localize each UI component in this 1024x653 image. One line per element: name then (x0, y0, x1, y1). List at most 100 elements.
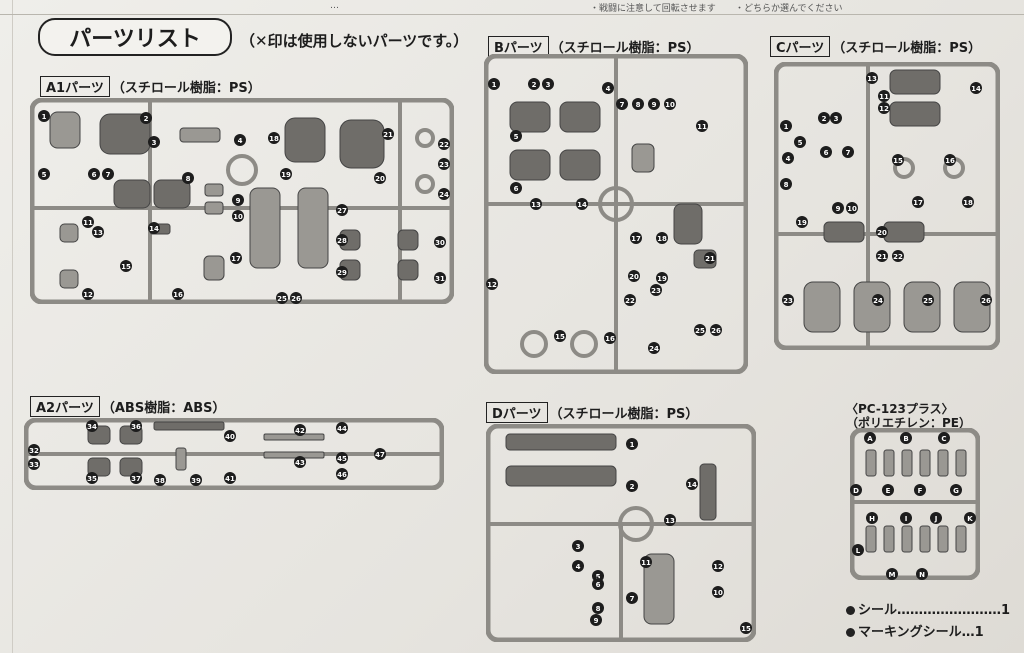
b-part-number-19: 19 (657, 275, 667, 283)
a1-part-number-18: 18 (269, 135, 279, 143)
a1-part-4 (179, 127, 221, 143)
a1-part-number-28-marker (336, 234, 348, 246)
top-fragment-mid: ・戦闘に注意して回転させます (590, 4, 716, 14)
c-part-number-8: 8 (784, 181, 789, 189)
b-part-5 (509, 149, 551, 181)
pc-part-letter-B: B (903, 435, 908, 443)
a1-part-number-28: 28 (337, 237, 347, 245)
a1-part-number-22: 22 (439, 141, 449, 149)
page-fold-line (12, 0, 13, 653)
b-part-number-21-marker (704, 252, 716, 264)
bullet-icon (846, 606, 855, 615)
a2-part-number-33-marker (28, 458, 40, 470)
b-part-number-15: 15 (555, 333, 565, 341)
a1-part-24-ring (415, 174, 435, 194)
notes-list: シール……………………1 マーキングシール…1 (846, 600, 1010, 644)
c-part-number-18: 18 (963, 199, 973, 207)
b-part-number-9: 9 (652, 101, 657, 109)
section-a2-material: （ABS樹脂：ABS） (101, 401, 226, 416)
b-part-number-22: 22 (625, 297, 635, 305)
a1-part-number-1-marker (38, 110, 50, 122)
section-a2-label: A2パーツ（ABS樹脂：ABS） (30, 396, 226, 417)
b-part-number-25: 25 (695, 327, 705, 335)
pc-part-letter-C-marker (938, 432, 950, 444)
pc-joint-lower-5 (955, 525, 967, 553)
b-part-number-1-marker (488, 78, 500, 90)
sprue-a1-runner-frame (30, 98, 454, 304)
a1-part-number-22-marker (438, 138, 450, 150)
b-part-number-19-marker (656, 272, 668, 284)
d-part-number-10: 10 (713, 589, 723, 597)
pc-part-letter-H-marker (866, 512, 878, 524)
d-part-number-15-marker (740, 622, 752, 634)
a2-part-number-42: 42 (295, 427, 305, 435)
b-part-number-15-marker (554, 330, 566, 342)
pc-joint-2 (901, 449, 913, 477)
c-part-number-3: 3 (834, 115, 839, 123)
section-a1-box: A1パーツ (40, 76, 110, 97)
a1-part-number-16-marker (172, 288, 184, 300)
d-part-number-4-marker (572, 560, 584, 572)
a1-part-number-14-marker (148, 222, 160, 234)
a1-part-10 (204, 201, 224, 215)
pc-part-letter-J-marker (930, 512, 942, 524)
a1-part-number-29: 29 (337, 269, 347, 277)
a2-part-35 (87, 457, 111, 477)
a2-part-number-34-marker (86, 420, 98, 432)
a1-part-number-15-marker (120, 260, 132, 272)
a2-part-number-32-marker (28, 444, 40, 456)
a1-part-number-4-marker (234, 134, 246, 146)
a2-part-number-36-marker (130, 420, 142, 432)
section-b-material: （スチロール樹脂：PS） (550, 41, 700, 56)
c-part-number-14-marker (970, 82, 982, 94)
a1-part-number-12-marker (82, 288, 94, 300)
a1-part-20 (339, 119, 385, 169)
c-part-number-21: 21 (877, 253, 887, 261)
a1-part-number-6-marker (88, 168, 100, 180)
note-marking-label: マーキングシール… (858, 625, 975, 640)
c-part-number-23-marker (782, 294, 794, 306)
c-part-number-7: 7 (846, 149, 851, 157)
a1-part-number-4: 4 (238, 137, 243, 145)
pc-joint-lower-3 (919, 525, 931, 553)
c-part-number-3-marker (830, 112, 842, 124)
c-part-number-15: 15 (893, 157, 903, 165)
a1-part-number-8: 8 (186, 175, 191, 183)
pc-part-letter-M: M (889, 571, 896, 579)
b-part-number-6-marker (510, 182, 522, 194)
c-part-23 (803, 281, 841, 333)
pc-part-letter-N: N (919, 571, 925, 579)
pc-part-letter-E-marker (882, 484, 894, 496)
a1-part-number-24: 24 (439, 191, 449, 199)
a1-part-number-27-marker (336, 204, 348, 216)
a2-part-number-46: 46 (337, 471, 347, 479)
a1-part-number-21: 21 (383, 131, 393, 139)
a1-part-25 (249, 187, 281, 269)
a1-part-number-19: 19 (281, 171, 291, 179)
a2-part-number-43-marker (294, 456, 306, 468)
b-part-number-11-marker (696, 120, 708, 132)
a1-part-8 (153, 179, 191, 209)
b-part-16-ring (570, 330, 598, 358)
d-part-number-9-marker (590, 614, 602, 626)
a1-part-number-15: 15 (121, 263, 131, 271)
pc-joint-lower-2 (901, 525, 913, 553)
c-part-number-9-marker (832, 202, 844, 214)
c-part-number-11-marker (878, 90, 890, 102)
d-part-number-6: 6 (596, 581, 601, 589)
b-part-number-1: 1 (492, 81, 497, 89)
pc-part-letter-F: F (918, 487, 923, 495)
bullet-icon (846, 628, 855, 637)
d-part-number-1: 1 (630, 441, 635, 449)
c-part-19 (823, 221, 865, 243)
a1-part-number-31-marker (434, 272, 446, 284)
a1-part-number-12: 12 (83, 291, 93, 299)
top-strip: … ・戦闘に注意して回転させます ・どちらか選んでください (0, 0, 1024, 15)
b-part-number-23: 23 (651, 287, 661, 295)
b-part-18 (673, 203, 703, 245)
section-d-box: Dパーツ (486, 402, 548, 423)
a2-part-number-36: 36 (131, 423, 141, 431)
a2-part-number-47-marker (374, 448, 386, 460)
